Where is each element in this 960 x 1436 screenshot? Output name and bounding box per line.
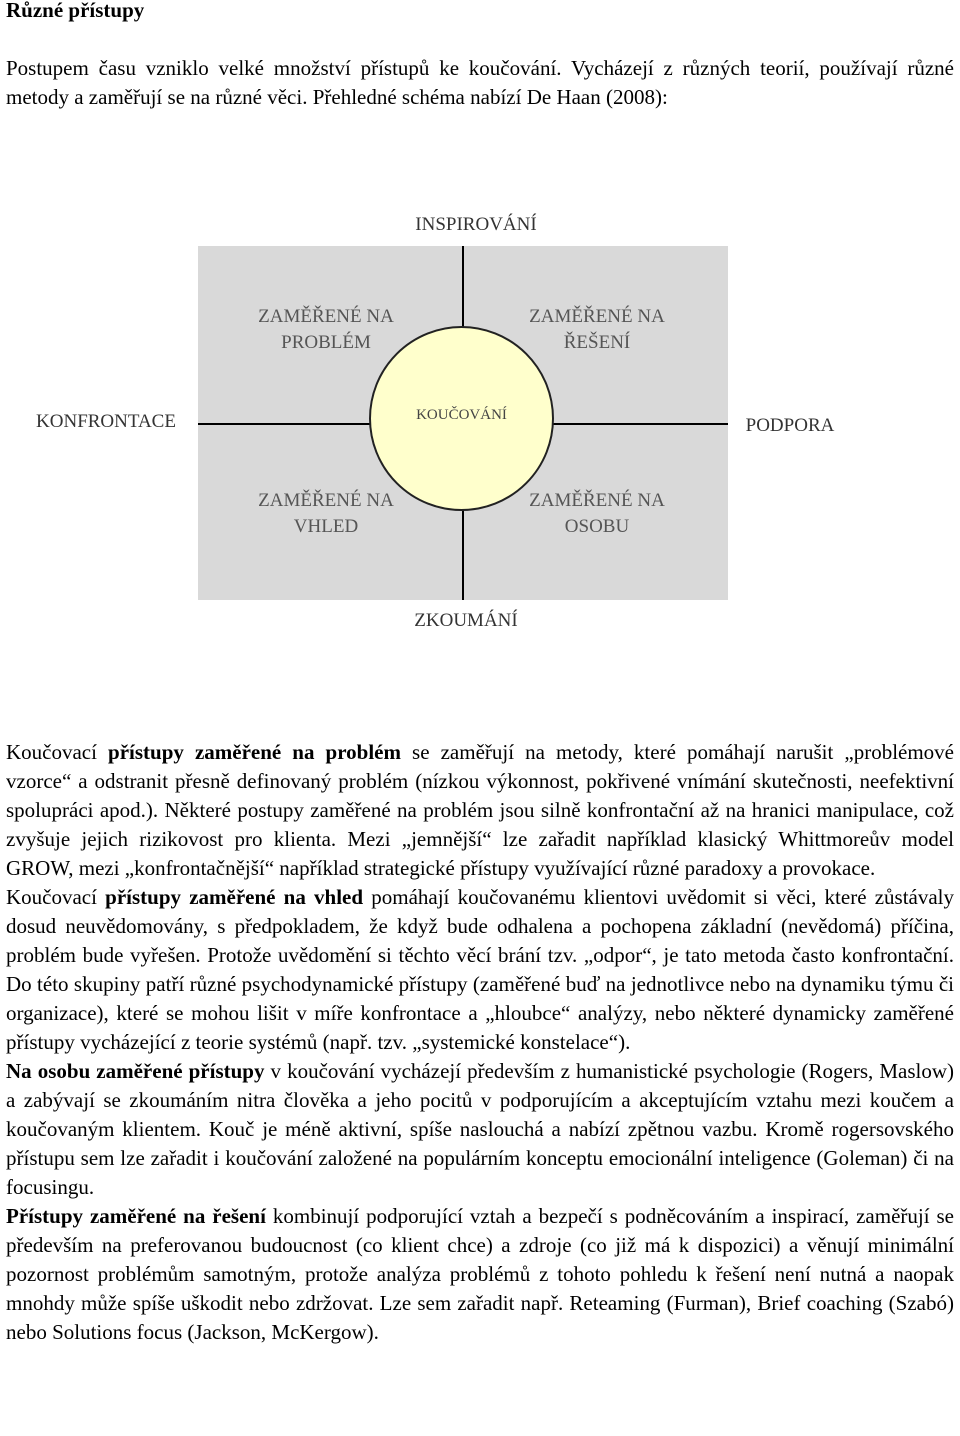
section-heading: Různé přístupy bbox=[6, 0, 145, 22]
axis-label-top: INSPIROVÁNÍ bbox=[415, 214, 537, 235]
body-text: Koučovací přístupy zaměřené na problém s… bbox=[6, 738, 954, 1347]
paragraph-insight: Koučovací přístupy zaměřené na vhled pom… bbox=[6, 885, 955, 1054]
center-label: KOUČOVÁNÍ bbox=[416, 407, 507, 423]
axis-label-bottom: ZKOUMÁNÍ bbox=[414, 610, 518, 631]
coaching-approaches-diagram: INSPIROVÁNÍ ZKOUMÁNÍ KONFRONTACE PODPORA… bbox=[0, 0, 960, 700]
intro-paragraph: Postupem času vzniklo velké množství pří… bbox=[6, 56, 954, 109]
axis-label-left: KONFRONTACE bbox=[36, 411, 176, 432]
paragraph-person: Na osobu zaměřené přístupy v koučování v… bbox=[6, 1059, 954, 1199]
paragraph-problem: Koučovací přístupy zaměřené na problém s… bbox=[6, 740, 955, 880]
paragraph-solution: Přístupy zaměřené na řešení kombinují po… bbox=[6, 1204, 954, 1344]
axis-label-right: PODPORA bbox=[745, 415, 835, 436]
center-circle bbox=[369, 326, 554, 511]
